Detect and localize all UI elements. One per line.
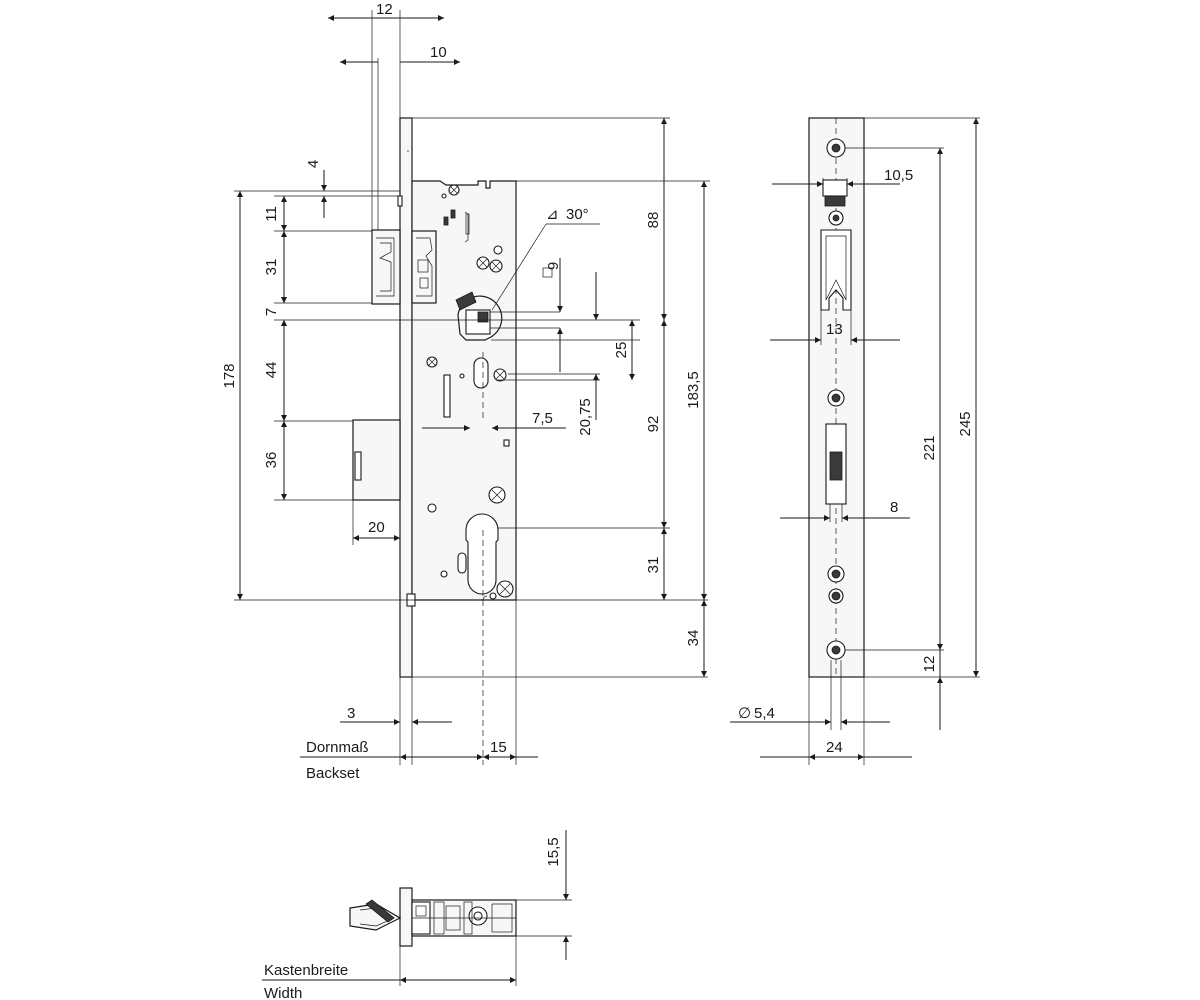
angle-symbol: ⊿ <box>546 206 559 223</box>
dim-88: 88 <box>645 212 662 229</box>
dim-square-9: 9 <box>545 262 562 270</box>
dim-92: 92 <box>645 416 662 433</box>
dim-15: 15 <box>490 739 507 756</box>
cylinder-cutout <box>465 513 499 595</box>
dim-20: 20 <box>368 519 385 536</box>
dim-44: 44 <box>263 362 280 379</box>
dim-angle-30: 30° <box>566 206 589 223</box>
dim-34: 34 <box>685 630 702 647</box>
latch-opening <box>822 179 848 197</box>
dim-12-side: 12 <box>921 656 938 673</box>
latch-bolt <box>371 229 401 305</box>
dim-221: 221 <box>921 435 938 460</box>
label-width-en: Width <box>264 985 302 1000</box>
dim-245: 245 <box>957 411 974 436</box>
square-symbol <box>542 267 553 278</box>
dim-13: 13 <box>826 321 843 338</box>
dim-31-top: 31 <box>263 259 280 276</box>
dim-36: 36 <box>263 452 280 469</box>
dim-8: 8 <box>890 499 898 516</box>
dim-4: 4 <box>305 160 322 168</box>
bottom-view: 15,5 Kastenbreite Width <box>262 830 572 1000</box>
dim-20-75: 20,75 <box>577 398 594 436</box>
dim-11: 11 <box>263 206 280 222</box>
faceplate-bottom <box>399 887 413 947</box>
dim-10-5: 10,5 <box>884 167 913 184</box>
dim-7: 7 <box>263 308 280 316</box>
dim-25: 25 <box>613 342 630 359</box>
front-view: 12 10 4 11 31 7 44 36 178 20 ⊿ 30° 9 25 … <box>221 1 710 782</box>
dim-15-5: 15,5 <box>545 837 562 866</box>
dim-31-cylinder: 31 <box>645 557 662 574</box>
dim-7-5: 7,5 <box>532 410 553 427</box>
dim-hole-5-4: 5,4 <box>754 705 775 722</box>
dim-3: 3 <box>347 705 355 722</box>
latch-slot <box>820 229 852 311</box>
dim-183-5: 183,5 <box>685 371 702 409</box>
label-backset-en: Backset <box>306 765 360 782</box>
label-backset-de: Dornmaß <box>306 739 369 756</box>
dim-10-top: 10 <box>430 44 447 61</box>
side-view: 10,5 13 8 221 245 12 ∅ 5,4 24 <box>730 117 980 765</box>
label-width-de: Kastenbreite <box>264 962 348 979</box>
dim-24: 24 <box>826 739 843 756</box>
dim-178: 178 <box>221 363 238 388</box>
dim-12-top: 12 <box>376 1 393 18</box>
diameter-symbol: ∅ <box>738 705 751 722</box>
